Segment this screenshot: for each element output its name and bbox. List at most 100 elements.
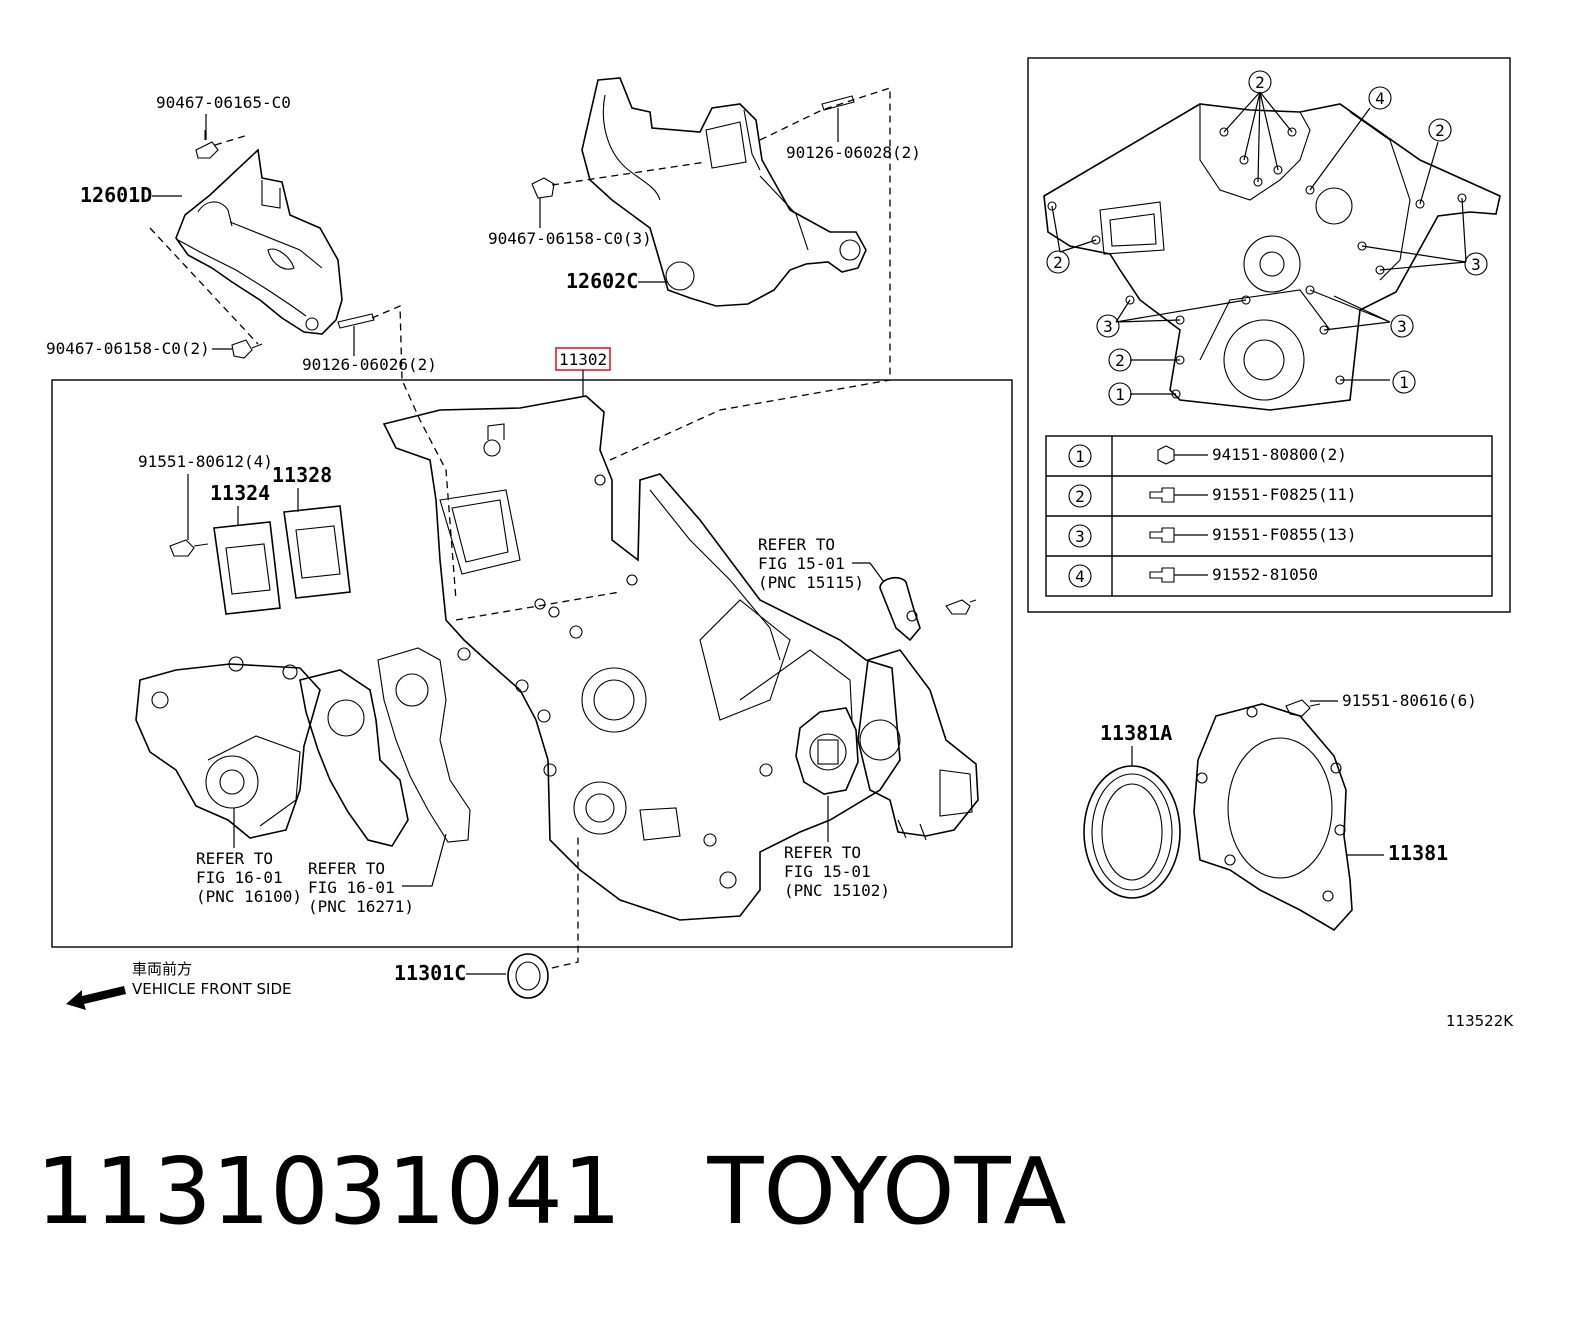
refer-line: REFER TO	[308, 859, 385, 878]
marker-g: 3	[1390, 314, 1414, 338]
refer-line: FIG 15-01	[758, 554, 845, 573]
marker-i: 1	[1108, 382, 1132, 406]
bolt-table-row: 3 91551-F0855(13)	[1068, 524, 1357, 548]
marker-text: 3	[1397, 317, 1407, 336]
refer-line: REFER TO	[784, 843, 861, 862]
footer-brand: TOYOTA	[707, 1138, 1067, 1245]
water-pump-gasket	[299, 647, 471, 847]
marker-text: 2	[1053, 253, 1063, 272]
refer-line: (PNC 16100)	[196, 887, 302, 906]
refer-note-15102: REFER TO FIG 15-01 (PNC 15102)	[784, 796, 890, 900]
marker-text: 2	[1115, 351, 1125, 370]
bolt-icon	[1149, 487, 1175, 503]
inset-leader-lines	[1051, 91, 1467, 395]
marker-text: 2	[1435, 121, 1445, 140]
marker-text: 3	[1471, 255, 1481, 274]
refer-note-16100: REFER TO FIG 16-01 (PNC 16100)	[196, 808, 302, 906]
callout-text: 11381A	[1100, 721, 1172, 745]
bolt-table-row: 2 91551-F0825(11)	[1068, 484, 1357, 508]
callout-90126-06028: 90126-06028(2)	[786, 108, 921, 162]
callout-12601D: 12601D	[80, 183, 182, 207]
part-12601D-drawing	[149, 134, 343, 345]
refer-line: FIG 16-01	[308, 878, 395, 897]
marker-j: 1	[1392, 370, 1416, 394]
marker-c: 2	[1428, 118, 1452, 142]
callout-text: 11381	[1388, 841, 1448, 865]
bolt-icon	[1149, 567, 1175, 583]
bolt-table: 1 94151-80800(2) 2 91551-F0825(11) 3 915…	[1045, 435, 1493, 597]
front-arrow-icon	[66, 986, 126, 1010]
callout-90467-06158-left: 90467-06158-C0(2)	[46, 339, 232, 358]
callout-text: 12601D	[80, 183, 152, 207]
bolt-91551-80612	[169, 539, 209, 557]
marker-text: 1	[1115, 385, 1125, 404]
inset-frame	[1027, 57, 1511, 613]
callout-12602C: 12602C	[566, 269, 668, 293]
nut-icon	[1157, 445, 1175, 465]
callout-11324: 11324	[210, 481, 270, 526]
callout-text: 11302	[559, 350, 607, 369]
refer-line: (PNC 16271)	[308, 897, 414, 916]
oil-filter-bracket	[879, 576, 977, 642]
row-index: 2	[1075, 487, 1085, 506]
bolt-icon	[1149, 527, 1175, 543]
callout-11381: 11381	[1346, 841, 1448, 865]
marker-text: 2	[1255, 73, 1265, 92]
part-11302-drawing	[382, 379, 901, 921]
refer-line: REFER TO	[196, 849, 273, 868]
stud-90126-06028	[821, 95, 855, 111]
callout-11301C: 11301C	[394, 961, 506, 985]
callout-91551-80612: 91551-80612(4)	[138, 452, 273, 540]
callout-text: 11301C	[394, 961, 466, 985]
callout-90126-06026: 90126-06026(2)	[302, 326, 437, 374]
refer-line: (PNC 15115)	[758, 573, 864, 592]
callout-11302: 11302	[555, 347, 611, 396]
callout-text: 90467-06158-C0(2)	[46, 339, 210, 358]
refer-note-15115: REFER TO FIG 15-01 (PNC 15115)	[758, 535, 885, 592]
bolt-table-row: 4 91552-81050	[1068, 564, 1318, 588]
oil-pump-body	[857, 649, 979, 841]
marker-d: 2	[1046, 250, 1070, 274]
callout-11381A: 11381A	[1100, 721, 1172, 766]
bolt-90467-06165	[195, 130, 219, 159]
bolt-90467-06158-left	[231, 339, 263, 359]
callout-text: 91551-80616(6)	[1342, 691, 1477, 710]
callout-text: 90467-06158-C0(3)	[488, 229, 652, 248]
callout-text: 90126-06026(2)	[302, 355, 437, 374]
bolt-90467-06158-center	[531, 177, 555, 199]
callout-text: 11328	[272, 463, 332, 487]
marker-h: 2	[1108, 348, 1132, 372]
marker-b: 4	[1368, 86, 1392, 110]
vehicle-front-jp: 車両前方	[132, 960, 192, 978]
oil-pump-rotor	[795, 707, 859, 795]
callout-90467-06158-center: 90467-06158-C0(3)	[488, 198, 652, 248]
callout-text: 91551-80612(4)	[138, 452, 273, 471]
callout-text: 90467-06165-C0	[156, 93, 291, 112]
main-assembly-frame	[51, 379, 1013, 948]
row-index: 1	[1075, 447, 1085, 466]
bolt-table-row: 1 94151-80800(2)	[1068, 444, 1347, 468]
oil-seal-11301C	[507, 953, 549, 999]
callout-text: 90126-06028(2)	[786, 143, 921, 162]
refer-line: FIG 15-01	[784, 862, 871, 881]
vehicle-front-indicator: 車両前方 VEHICLE FRONT SIDE	[66, 960, 292, 1010]
refer-line: REFER TO	[758, 535, 835, 554]
marker-text: 4	[1375, 89, 1385, 108]
row-part: 91551-F0825(11)	[1212, 485, 1357, 504]
callout-90467-06165: 90467-06165-C0	[156, 93, 291, 140]
marker-text: 3	[1103, 317, 1113, 336]
marker-a: 2	[1248, 70, 1272, 94]
row-part: 91551-F0855(13)	[1212, 525, 1357, 544]
callout-11328: 11328	[272, 463, 332, 512]
row-index: 3	[1075, 527, 1085, 546]
rear-seal-11381A	[1083, 765, 1181, 899]
gasket-11328	[283, 505, 351, 599]
refer-note-16271: REFER TO FIG 16-01 (PNC 16271)	[308, 833, 447, 916]
figure-code: 113522K	[1446, 1012, 1514, 1030]
gasket-11324	[213, 521, 281, 615]
row-part: 91552-81050	[1212, 565, 1318, 584]
marker-f: 3	[1096, 314, 1120, 338]
retainer-11381	[1193, 699, 1353, 932]
